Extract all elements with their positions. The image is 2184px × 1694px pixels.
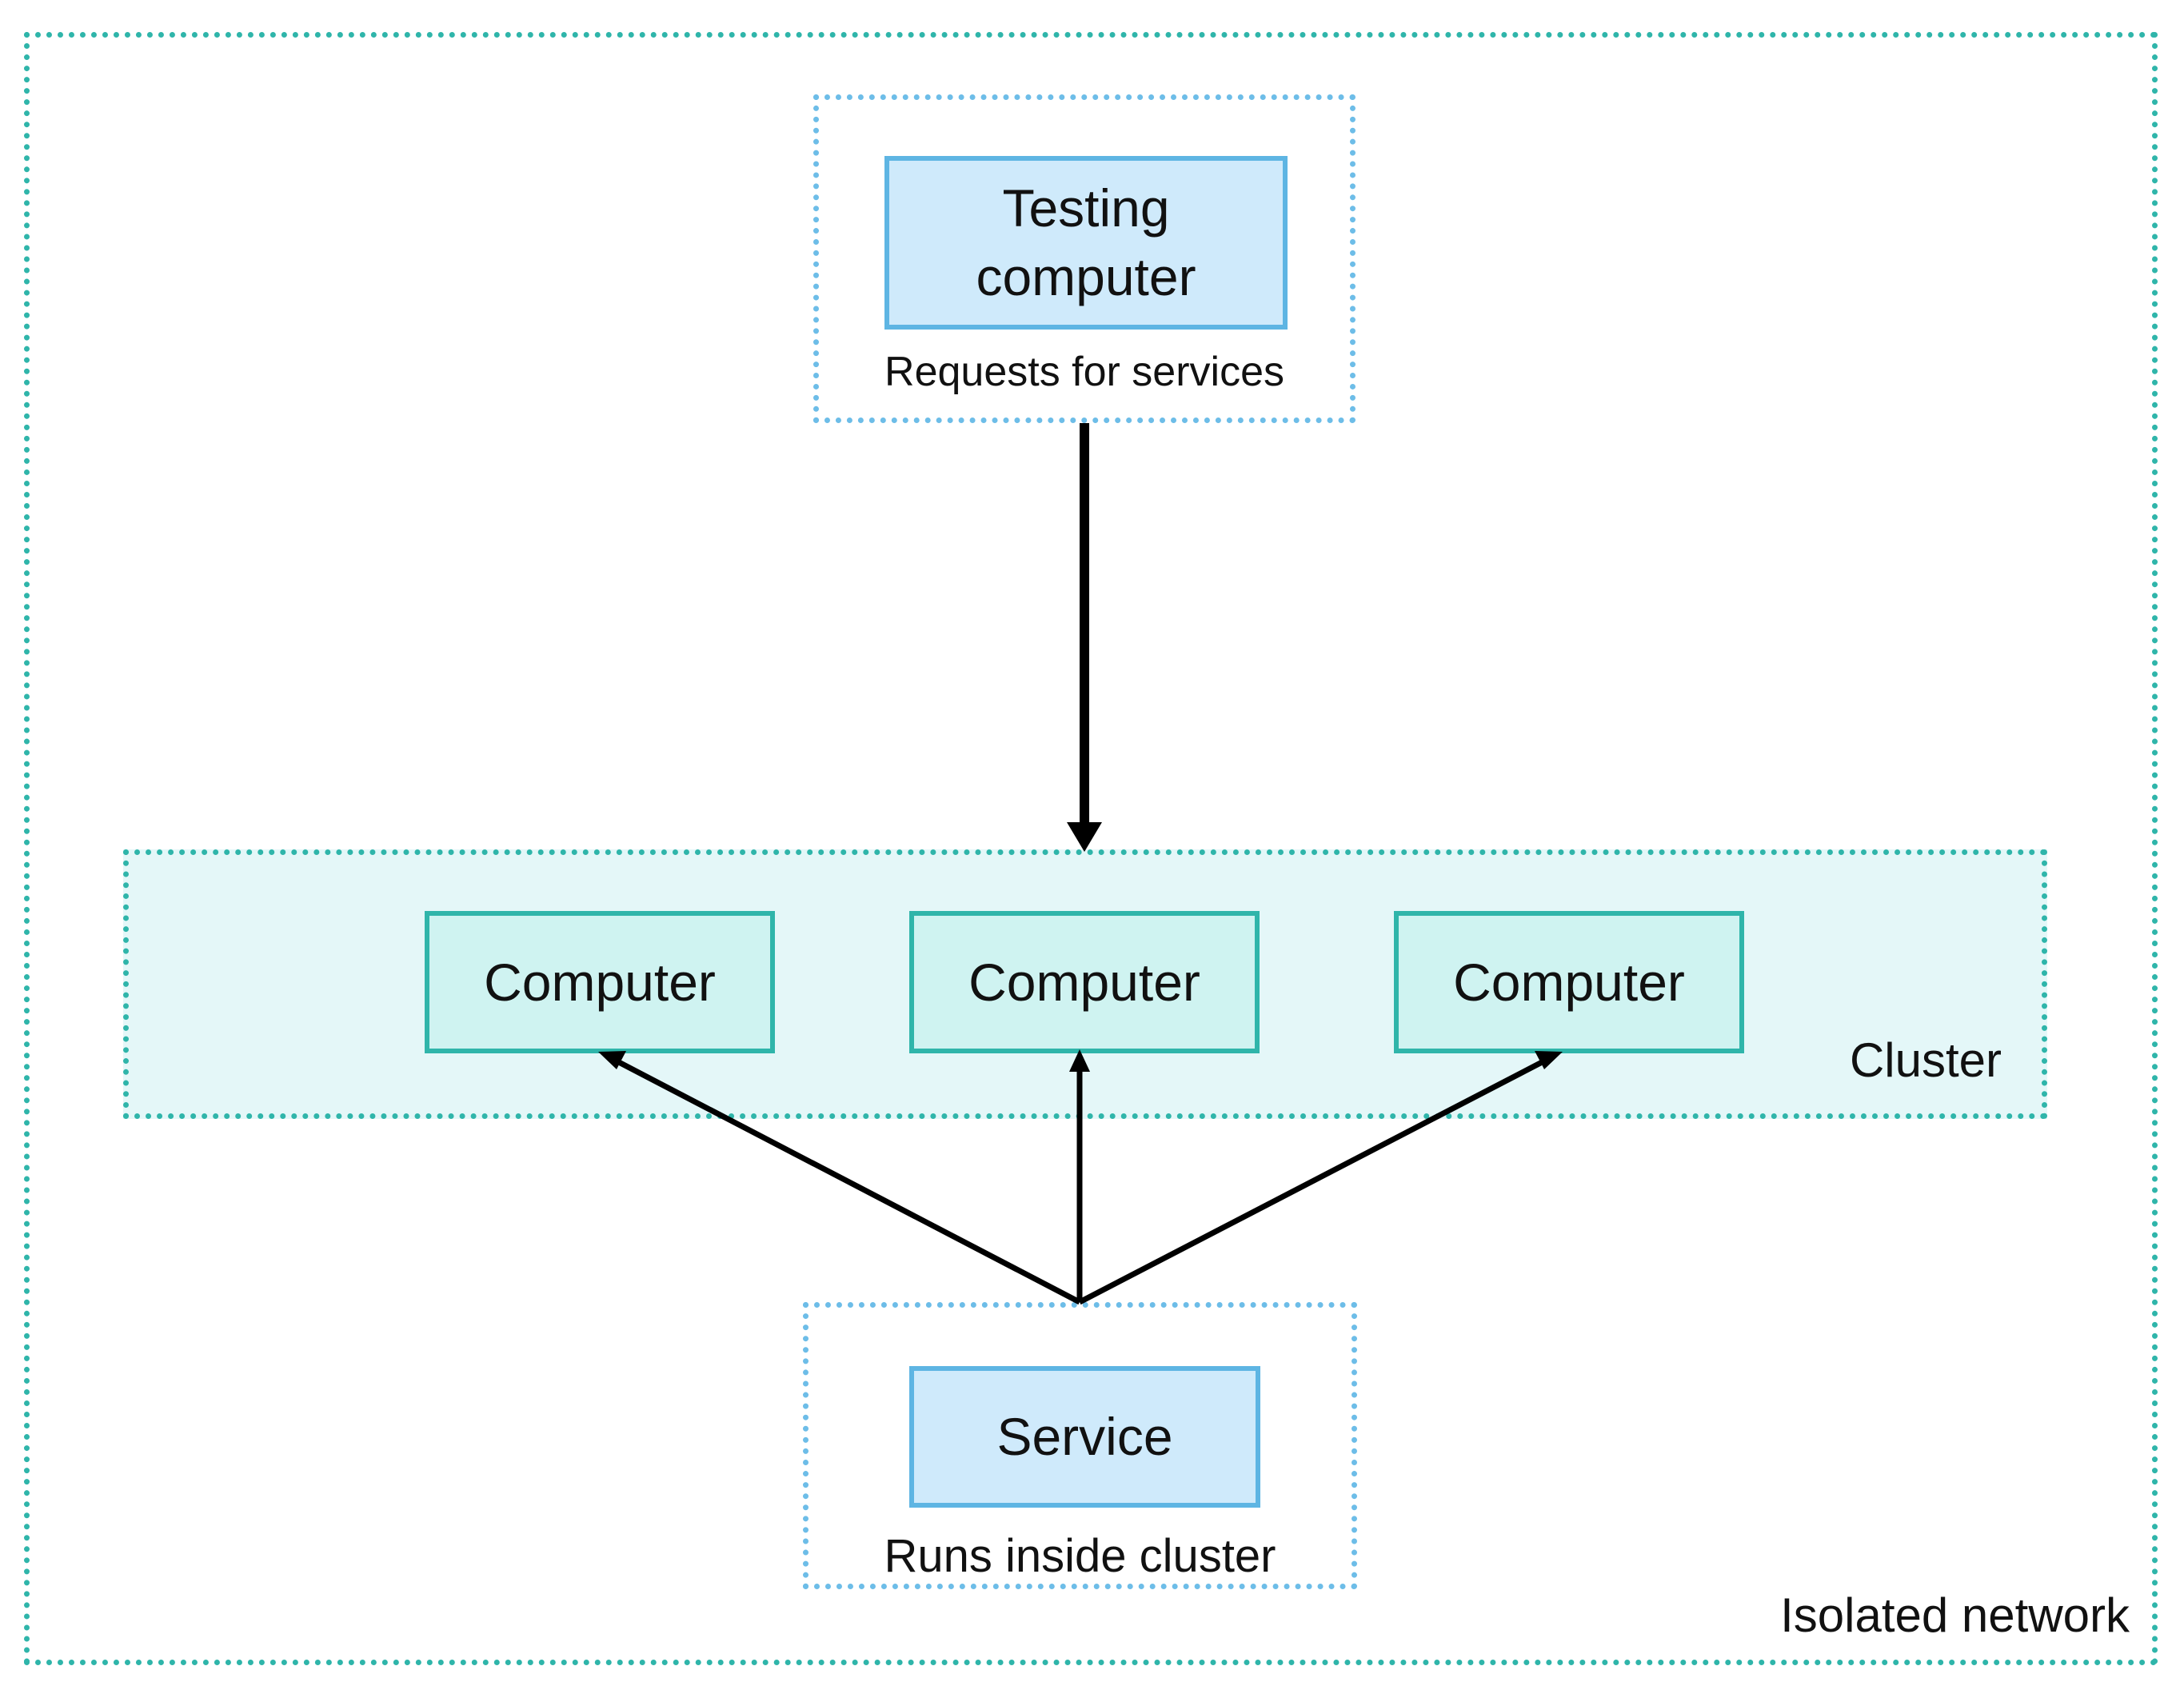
cluster-computer-3[interactable]: Computer — [1394, 911, 1744, 1053]
testing-computer-node[interactable]: Testing computer — [884, 156, 1288, 330]
testing-computer-caption: Requests for services — [884, 349, 1284, 395]
service-label: Service — [996, 1406, 1173, 1466]
cluster-group: Computer Computer Computer Cluster — [123, 849, 2047, 1119]
computer-label: Computer — [1453, 953, 1685, 1012]
isolated-network-boundary — [24, 32, 2158, 1665]
service-caption: Runs inside cluster — [884, 1530, 1276, 1582]
testing-computer-group: Testing computer Requests for services — [813, 94, 1356, 423]
computer-label: Computer — [484, 953, 716, 1012]
isolated-network-label: Isolated network — [1780, 1588, 2130, 1642]
cluster-label: Cluster — [1849, 1033, 2002, 1087]
service-group: Service Runs inside cluster — [803, 1302, 1357, 1589]
testing-computer-label: Testing computer — [976, 178, 1196, 306]
cluster-computer-2[interactable]: Computer — [909, 911, 1260, 1053]
computer-label: Computer — [968, 953, 1200, 1012]
service-node[interactable]: Service — [909, 1366, 1260, 1508]
cluster-computer-1[interactable]: Computer — [425, 911, 775, 1053]
